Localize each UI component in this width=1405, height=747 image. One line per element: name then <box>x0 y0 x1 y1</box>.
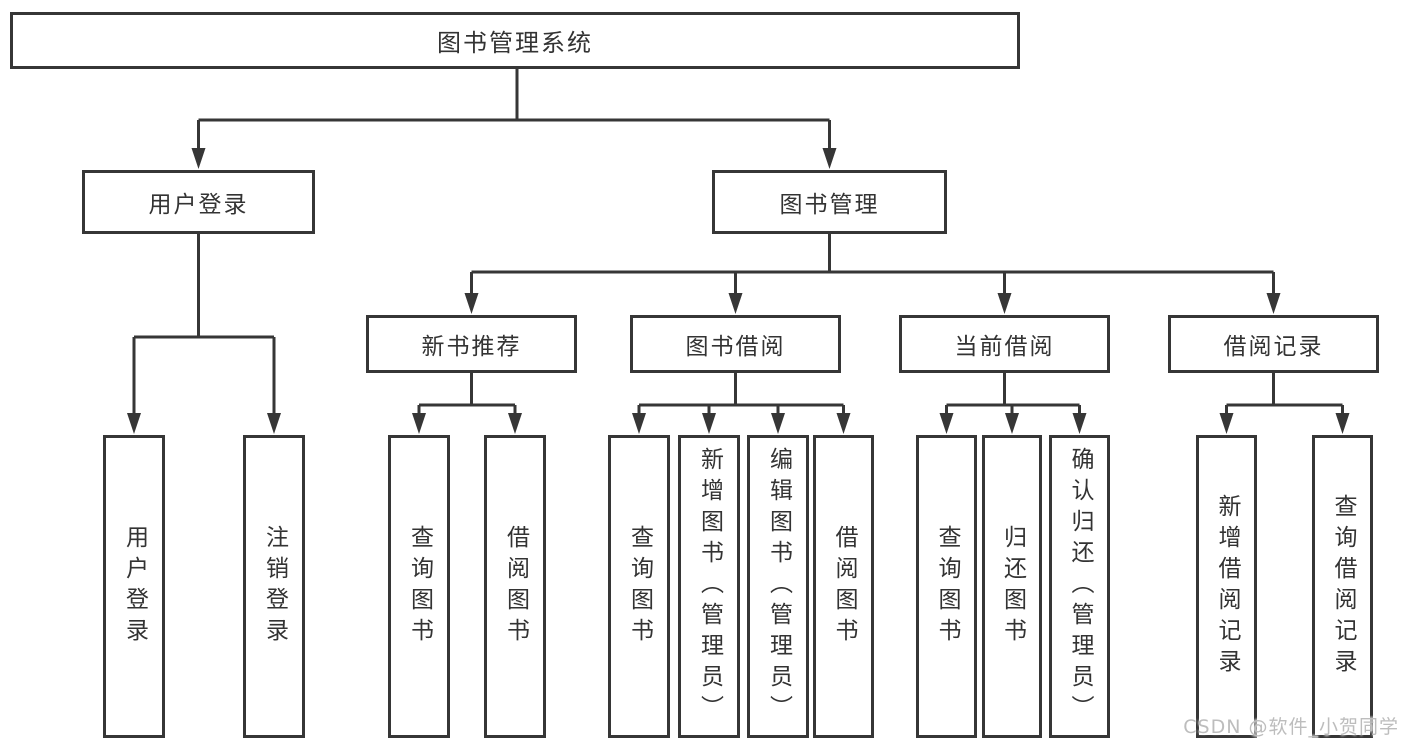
connector-user-login-children <box>127 234 281 434</box>
leaf-add-books-admin: 新增图书（管理员） <box>678 435 740 738</box>
connector-new-book-rec-children <box>412 373 522 434</box>
connector-root-to-level2 <box>191 69 837 169</box>
node-current-borrowing: 当前借阅 <box>899 315 1110 373</box>
node-library-management-system: 图书管理系统 <box>10 12 1020 69</box>
leaf-query-books-2: 查询图书 <box>608 435 670 738</box>
leaf-query-books-1: 查询图书 <box>388 435 450 738</box>
node-user-login: 用户登录 <box>82 170 315 234</box>
connector-current-borrow-children <box>939 373 1087 434</box>
leaf-query-books-3: 查询图书 <box>916 435 977 738</box>
node-book-borrowing: 图书借阅 <box>630 315 841 373</box>
connector-borrow-records-children <box>1219 373 1350 434</box>
connector-book-mgmt-to-level3 <box>464 234 1281 314</box>
leaf-add-borrow-record: 新增借阅记录 <box>1196 435 1257 738</box>
connector-book-borrow-children <box>632 373 851 434</box>
leaf-query-borrow-record: 查询借阅记录 <box>1312 435 1373 738</box>
csdn-watermark: CSDN @软件_小贺同学 <box>1183 716 1399 738</box>
node-new-book-recommendation: 新书推荐 <box>366 315 577 373</box>
leaf-edit-books-admin: 编辑图书（管理员） <box>747 435 809 738</box>
leaf-return-books: 归还图书 <box>982 435 1042 738</box>
node-book-management: 图书管理 <box>712 170 947 234</box>
leaf-borrow-books-1: 借阅图书 <box>484 435 546 738</box>
leaf-logout: 注销登录 <box>243 435 305 738</box>
leaf-confirm-return-admin: 确认归还（管理员） <box>1049 435 1110 738</box>
leaf-user-login: 用户登录 <box>103 435 165 738</box>
leaf-borrow-books-2: 借阅图书 <box>813 435 874 738</box>
node-borrowing-records: 借阅记录 <box>1168 315 1379 373</box>
